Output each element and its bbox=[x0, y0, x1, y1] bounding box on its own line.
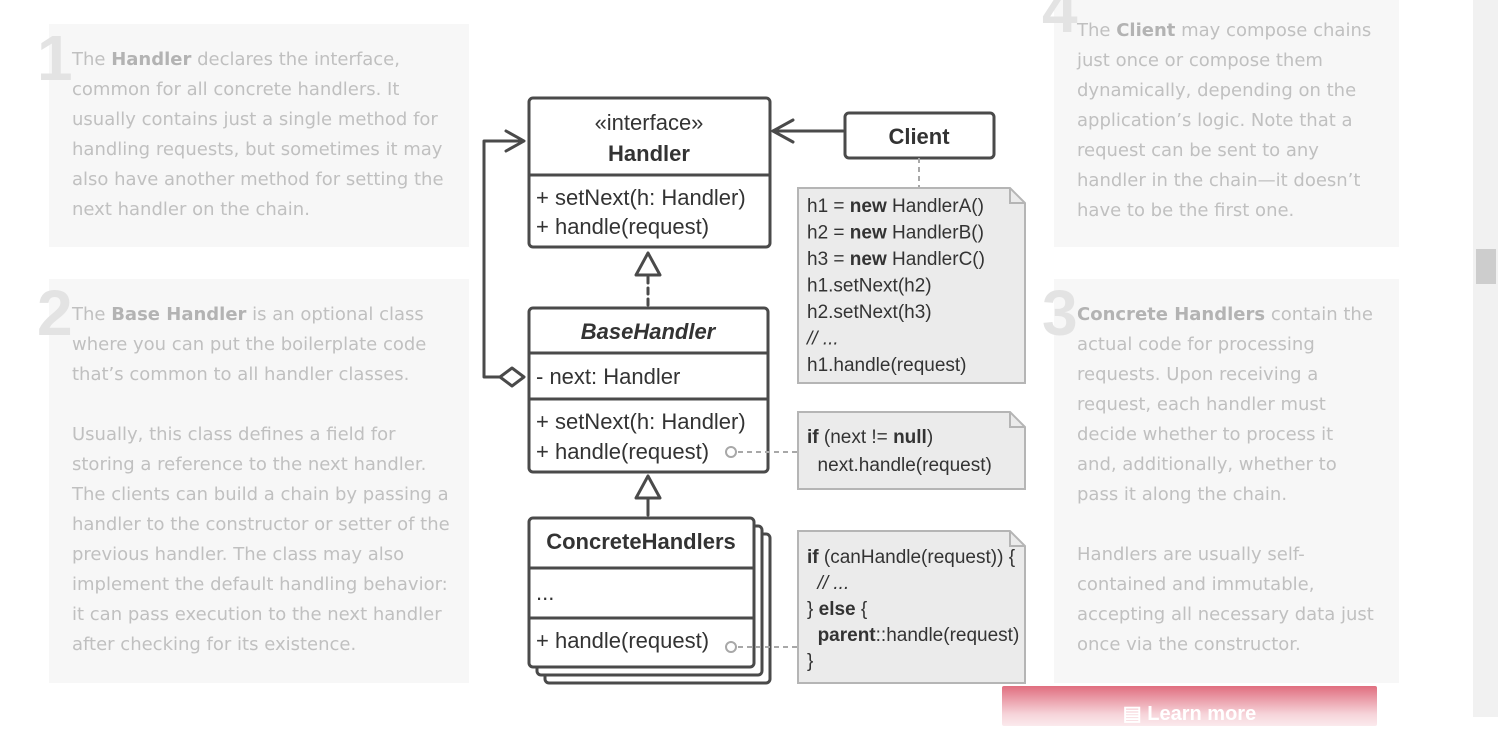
client-arrowhead bbox=[771, 118, 795, 144]
client-title: Client bbox=[888, 124, 950, 149]
aggregation-line bbox=[482, 139, 524, 379]
panel-concrete-handlers: 3 Concrete Handlers contain the actual c… bbox=[1042, 279, 1399, 683]
base-handler-title: BaseHandler bbox=[581, 319, 717, 344]
realization-triangle bbox=[634, 251, 662, 277]
step-number: 1 bbox=[37, 22, 73, 94]
client-class: Client bbox=[843, 111, 996, 160]
panel-handler: 1 The Handler declares the interface, co… bbox=[37, 24, 469, 247]
panel-base-handler: 2 The Base Handler is an optional class … bbox=[37, 279, 469, 683]
base-code-note: if (next != null) next.handle(request) bbox=[797, 411, 1026, 490]
learn-more-button[interactable]: ▤ Learn more bbox=[1002, 686, 1377, 726]
concrete-handlers-class: ConcreteHandlers ... + handle(request) bbox=[527, 516, 772, 685]
base-handler-method-handle: + handle(request) bbox=[536, 439, 709, 464]
panel-paragraph: Usually, this class defines a field for … bbox=[72, 424, 450, 655]
panel-text: The Handler declares the interface, comm… bbox=[72, 45, 457, 225]
panel-paragraph: The Base Handler is an optional class wh… bbox=[72, 304, 427, 385]
offscreen-panel bbox=[1422, 0, 1473, 545]
learn-more-label: Learn more bbox=[1147, 703, 1257, 725]
handler-interface: «interface» Handler + setNext(h: Handler… bbox=[527, 96, 772, 249]
book-icon: ▤ bbox=[1122, 703, 1142, 725]
concrete-code-text: if (canHandle(request)) { // ...} else {… bbox=[807, 547, 1019, 672]
aggregation-arrowhead bbox=[504, 129, 526, 153]
panel-text: The Client may compose chains just once … bbox=[1077, 16, 1377, 226]
base-note-anchor bbox=[725, 446, 737, 458]
panel-text: The Base Handler is an optional class wh… bbox=[72, 300, 457, 660]
handler-stereotype: «interface» bbox=[595, 110, 704, 135]
concrete-code-note: if (canHandle(request)) { // ...} else {… bbox=[797, 530, 1026, 684]
step-number: 2 bbox=[37, 277, 73, 349]
concrete-handlers-title: ConcreteHandlers bbox=[546, 529, 736, 554]
client-code-note: h1 = new HandlerA()h2 = new HandlerB()h3… bbox=[797, 187, 1026, 384]
base-handler-class: BaseHandler - next: Handler + setNext(h:… bbox=[527, 306, 770, 474]
panel-paragraph: Handlers are usually self-contained and … bbox=[1077, 544, 1374, 655]
inheritance-triangle bbox=[634, 474, 662, 500]
panel-paragraph: The Handler declares the interface, comm… bbox=[72, 49, 444, 220]
base-handler-method-setnext: + setNext(h: Handler) bbox=[536, 409, 746, 434]
client-code-text: h1 = new HandlerA()h2 = new HandlerB()h3… bbox=[805, 196, 985, 376]
uml-diagram: «interface» Handler + setNext(h: Handler… bbox=[482, 96, 1026, 685]
panel-paragraph: Concrete Handlers contain the actual cod… bbox=[1077, 304, 1373, 505]
handler-title: Handler bbox=[608, 141, 690, 166]
concrete-note-anchor bbox=[725, 641, 737, 653]
scrollbar-thumb[interactable] bbox=[1476, 249, 1496, 284]
aggregation-diamond bbox=[498, 366, 526, 388]
base-handler-field: - next: Handler bbox=[536, 364, 680, 389]
step-number: 3 bbox=[1042, 277, 1078, 349]
scrollbar-track[interactable] bbox=[1473, 0, 1498, 717]
concrete-handlers-field: ... bbox=[536, 580, 554, 605]
handler-method-setnext: + setNext(h: Handler) bbox=[536, 185, 746, 210]
panel-paragraph: The Client may compose chains just once … bbox=[1077, 20, 1372, 221]
step-number: 4 bbox=[1042, 0, 1078, 46]
handler-method-handle: + handle(request) bbox=[536, 214, 709, 239]
concrete-handlers-method-handle: + handle(request) bbox=[536, 628, 709, 653]
base-code-text: if (next != null) next.handle(request) bbox=[807, 427, 992, 476]
panel-text: Concrete Handlers contain the actual cod… bbox=[1077, 300, 1377, 660]
panel-client: 4 The Client may compose chains just onc… bbox=[1042, 0, 1399, 247]
